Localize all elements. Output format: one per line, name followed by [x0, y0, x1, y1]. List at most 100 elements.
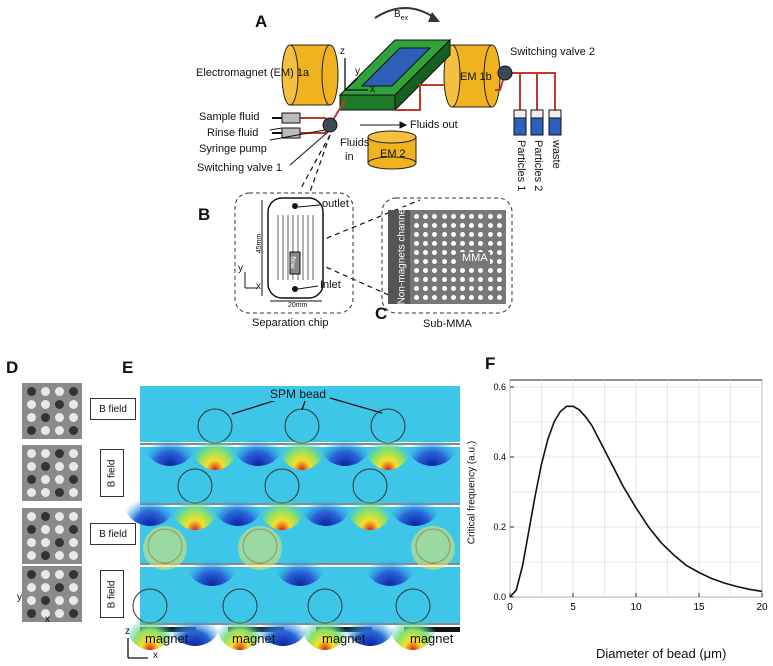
mma-hole: [469, 286, 475, 291]
mma-hole: [478, 268, 484, 273]
field-low-region: [389, 478, 441, 526]
field-high-region: [216, 594, 264, 650]
micrograph-hole: [69, 551, 78, 560]
d-axis-y: y: [17, 592, 22, 603]
micrograph-hole: [27, 462, 36, 471]
mma-hole: [441, 223, 447, 228]
magnet-label-2: magnet: [232, 631, 276, 646]
field-high-region: [191, 414, 239, 470]
mma-hole: [414, 223, 420, 228]
mma-hole: [487, 268, 493, 273]
mma-hole: [469, 268, 475, 273]
micrograph-hole: [55, 387, 64, 396]
mma-hole: [460, 268, 466, 273]
field-low-region: [212, 478, 264, 526]
micrograph-hole: [41, 583, 50, 592]
micrograph-hole: [27, 488, 36, 497]
mma-hole: [460, 214, 466, 219]
field-low-region: [186, 538, 238, 586]
micrograph-hole: [27, 525, 36, 534]
panel-label-d: D: [6, 358, 19, 377]
axis-y-label: y: [355, 66, 360, 77]
em1a-label: Electromagnet (EM) 1a: [196, 67, 310, 79]
field-high-region: [364, 414, 412, 470]
mma-hole: [441, 277, 447, 282]
micrograph-hole: [27, 609, 36, 618]
micrograph-hole: [27, 512, 36, 521]
mma-hole: [432, 241, 438, 246]
mma-hole: [441, 268, 447, 273]
field-mid-region: [143, 526, 187, 570]
mma-hole: [487, 214, 493, 219]
mma-hole: [496, 268, 502, 273]
mma-label: MMA: [460, 252, 490, 264]
y-tick-label: 0.0: [493, 592, 506, 602]
mma-hole: [478, 214, 484, 219]
mma-hole: [423, 277, 429, 282]
micrograph-hole: [41, 449, 50, 458]
mma-hole: [450, 277, 456, 282]
mma-hole: [450, 223, 456, 228]
mma-hole: [450, 214, 456, 219]
mma-hole: [441, 259, 447, 264]
field-low-region: [406, 418, 458, 466]
micrograph-hole: [69, 426, 78, 435]
mma-hole: [496, 241, 502, 246]
field-low-region: [274, 538, 326, 586]
mma-hole: [478, 295, 484, 300]
field-low-region: [124, 478, 176, 526]
mma-hole: [414, 259, 420, 264]
magnet-label-3: magnet: [322, 631, 366, 646]
mma-hole: [478, 241, 484, 246]
mma-hole: [487, 223, 493, 228]
micrograph-hole: [27, 570, 36, 579]
mma-hole: [496, 286, 502, 291]
mma-hole: [460, 295, 466, 300]
mma-hole: [432, 295, 438, 300]
field-low-region: [232, 418, 284, 466]
micrograph-hole: [69, 413, 78, 422]
micrograph-hole: [55, 426, 64, 435]
chip-box: [234, 192, 354, 314]
micrograph: [22, 445, 82, 501]
field-mid-region: [238, 526, 282, 570]
micrograph-hole: [41, 488, 50, 497]
field-low-region: [144, 418, 196, 466]
mma-hole: [432, 268, 438, 273]
magnet-label-4: magnet: [410, 631, 454, 646]
micrograph-hole: [27, 449, 36, 458]
mma-hole: [441, 250, 447, 255]
mma-hole: [469, 214, 475, 219]
mma-hole: [432, 232, 438, 237]
fluids-in-label-1: Fluids: [340, 137, 370, 149]
micrograph-hole: [27, 551, 36, 560]
micrograph-hole: [55, 462, 64, 471]
x-tick-label: 20: [756, 602, 768, 613]
micrograph-hole: [69, 387, 78, 396]
mma-hole: [441, 286, 447, 291]
mma-hole: [432, 214, 438, 219]
mma-hole: [487, 241, 493, 246]
mma-hole: [469, 277, 475, 282]
mma-hole: [432, 223, 438, 228]
electromagnet-1a: [281, 44, 339, 106]
mma-hole: [423, 214, 429, 219]
fluids-in-label-2: in: [345, 151, 354, 163]
field-low-region: [169, 598, 221, 646]
submma-box: [381, 197, 513, 314]
mma-hole: [450, 232, 456, 237]
micrograph-hole: [41, 538, 50, 547]
micrograph-hole: [55, 551, 64, 560]
electromagnet-2: [367, 130, 417, 170]
mma-hole: [450, 250, 456, 255]
micrograph-hole: [55, 538, 64, 547]
spm-bead-label: SPM bead: [268, 387, 329, 401]
micrograph-hole: [55, 583, 64, 592]
mma-hole: [432, 259, 438, 264]
micrograph-hole: [27, 426, 36, 435]
field-mid-region: [411, 526, 455, 570]
mma-hole: [487, 277, 493, 282]
micrograph-hole: [69, 570, 78, 579]
chip-outline: [267, 197, 324, 299]
